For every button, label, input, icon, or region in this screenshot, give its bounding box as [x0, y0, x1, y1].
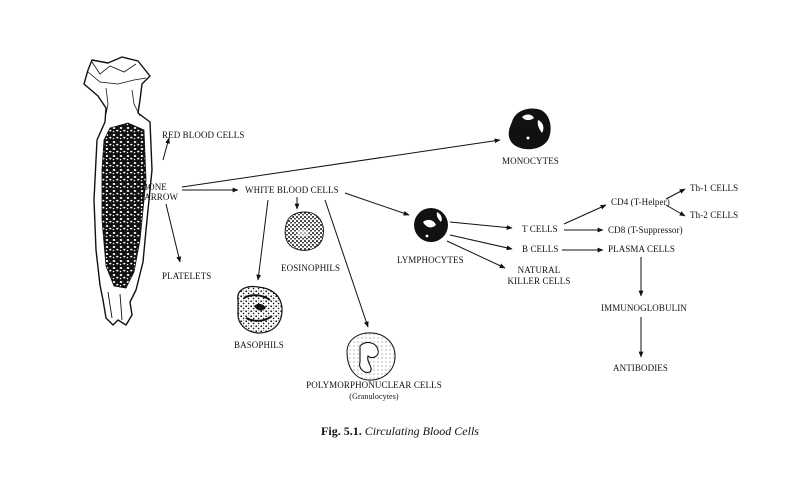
bone-marrow-illustration — [83, 56, 153, 326]
polymorphonuclear-cell-icon — [346, 332, 396, 381]
arrow-wbc-to-lymphocytes — [344, 192, 410, 216]
figure-title: Circulating Blood Cells — [364, 424, 479, 438]
arrow-lymphocytes-to-natural-killer — [446, 240, 506, 269]
label-killer-cells: KILLER CELLS — [507, 276, 571, 286]
label-lymphocytes: LYMPHOCYTES — [397, 255, 464, 265]
arrow-cd4-to-th1 — [665, 188, 686, 200]
flow-arrows — [162, 137, 686, 358]
arrow-lymphocytes-to-b-cells — [449, 234, 513, 251]
basophil-cell-icon — [237, 285, 283, 334]
label-th1: Th-1 CELLS — [690, 183, 739, 193]
label-bone: BONE — [142, 182, 167, 192]
label-monocytes: MONOCYTES — [502, 156, 559, 166]
arrow-marrow-to-red-blood-cells — [162, 137, 170, 161]
label-immunoglobulin: IMMUNOGLOBULIN — [601, 303, 687, 313]
eosinophil-cell-icon — [284, 211, 324, 251]
figure-number: Fig. 5.1. — [321, 424, 362, 438]
label-cd4: CD4 (T-Helper) — [611, 197, 670, 207]
label-red-blood-cells: RED BLOOD CELLS — [162, 130, 245, 140]
arrow-marrow-to-monocytes — [181, 138, 501, 188]
arrow-lymphocytes-to-t-cells — [449, 221, 513, 230]
arrow-cd4-to-th2 — [665, 204, 686, 217]
label-platelets: PLATELETS — [162, 271, 212, 281]
label-eosinophils: EOSINOPHILS — [281, 263, 341, 273]
arrow-t-cells-to-cd4 — [563, 204, 607, 225]
label-antibodies: ANTIBODIES — [613, 363, 668, 373]
label-plasma-cells: PLASMA CELLS — [608, 244, 675, 254]
label-cd8: CD8 (T-Suppressor) — [608, 225, 683, 235]
label-t-cells: T CELLS — [522, 224, 558, 234]
figure-caption: Fig. 5.1. Circulating Blood Cells — [0, 424, 800, 439]
label-natural: NATURAL — [517, 265, 561, 275]
label-marrow: MARROW — [136, 192, 179, 202]
arrow-marrow-to-platelets — [165, 203, 182, 263]
label-th2: Th-2 CELLS — [690, 210, 739, 220]
label-white-blood-cells: WHITE BLOOD CELLS — [245, 185, 339, 195]
label-polymorphonuclear-cells: POLYMORPHONUCLEAR CELLS — [306, 380, 442, 390]
arrow-wbc-to-basophils — [256, 199, 269, 281]
lymphocyte-cell-icon — [414, 208, 448, 242]
label-basophils: BASOPHILS — [234, 340, 284, 350]
monocyte-cell-icon — [508, 108, 551, 150]
label-granulocytes: (Granulocytes) — [349, 392, 399, 401]
marrow-cavity — [101, 122, 147, 289]
label-b-cells: B CELLS — [522, 244, 559, 254]
arrow-wbc-to-polymorphonuclear — [324, 199, 369, 328]
